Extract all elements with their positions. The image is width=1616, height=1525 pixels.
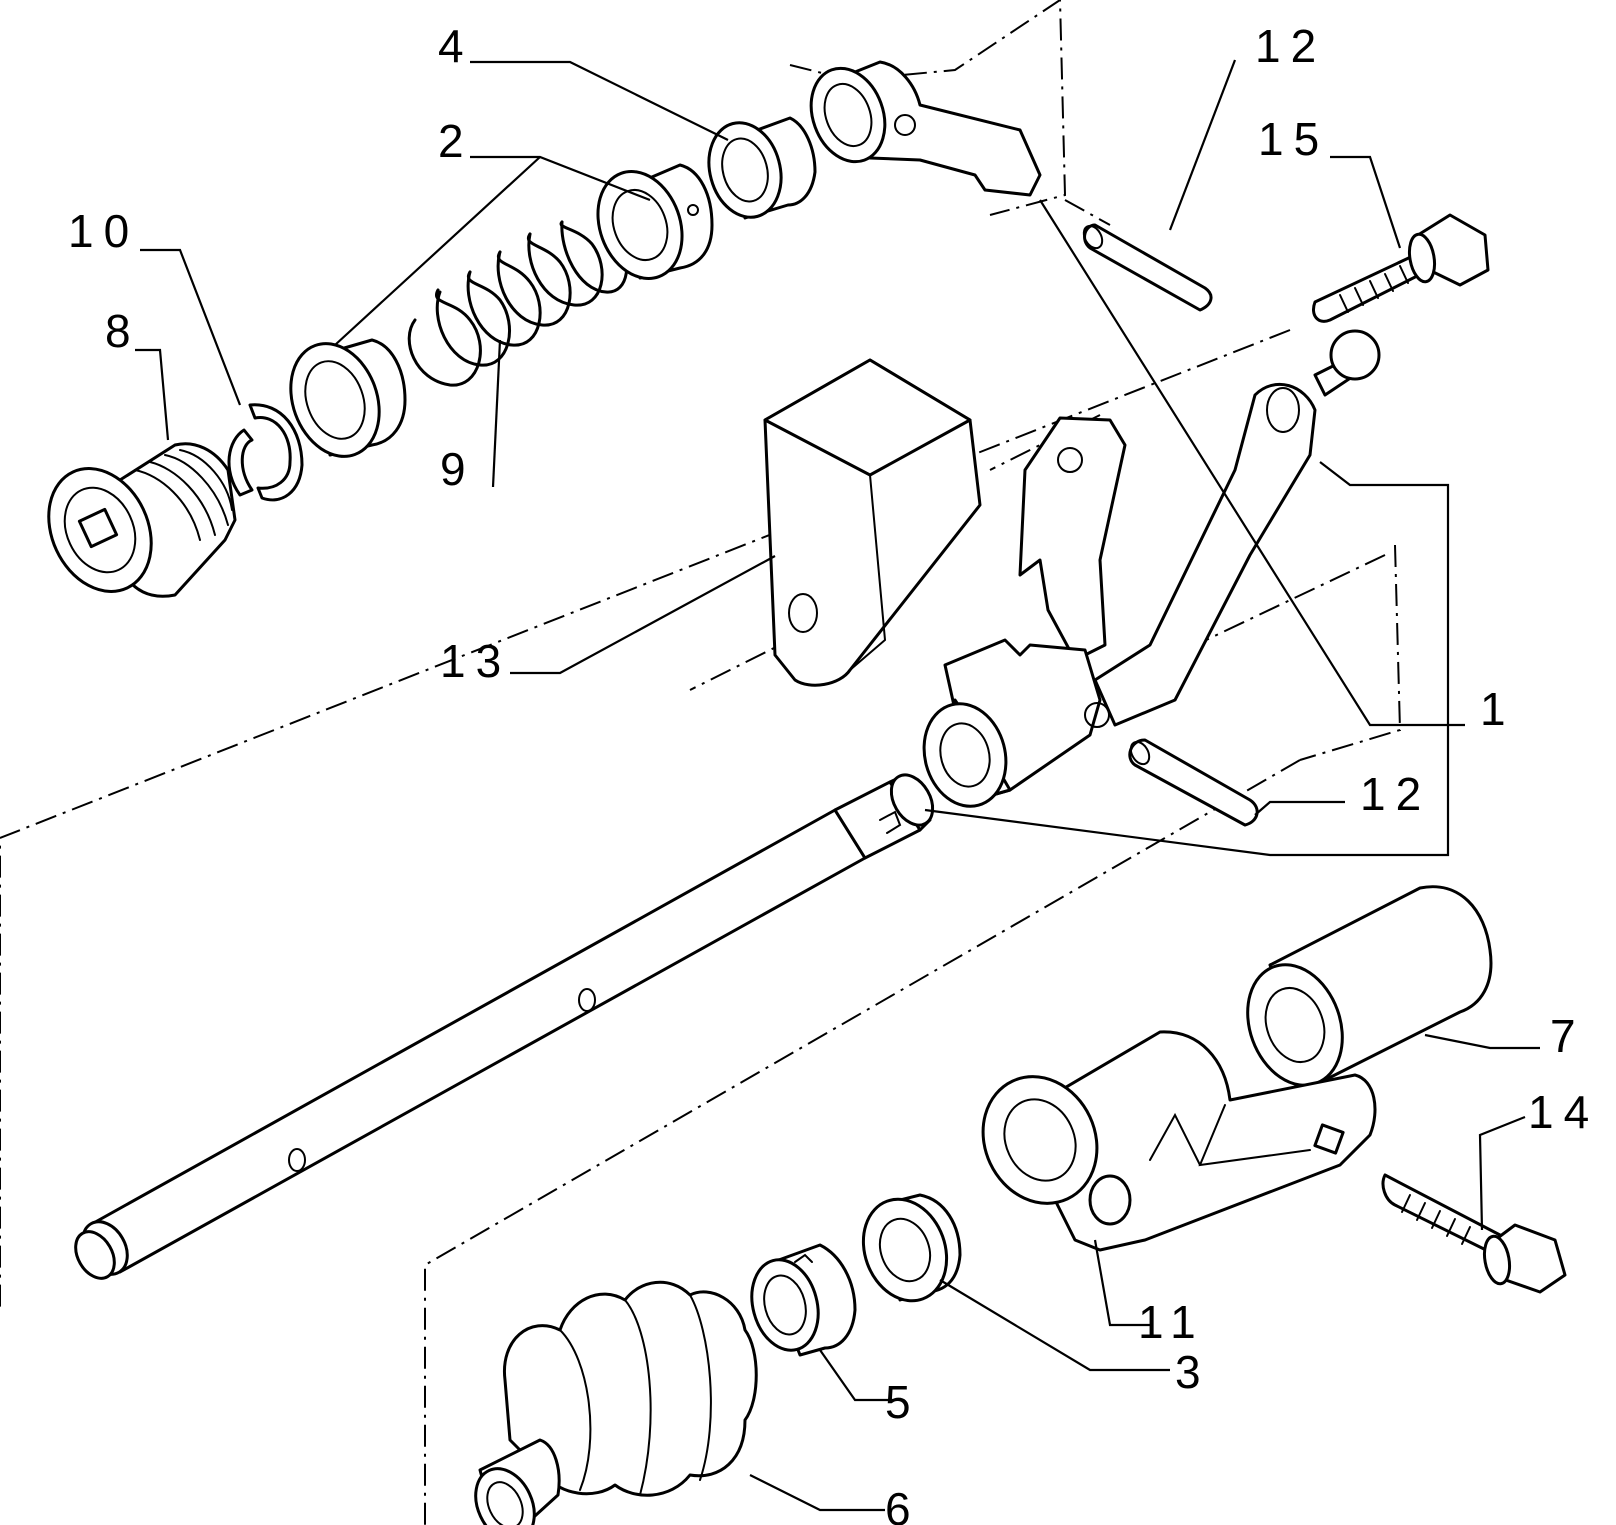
flange-bolt-top-part — [1312, 213, 1490, 323]
seal-ring-part — [861, 1193, 962, 1303]
callout-14: 14 — [1528, 1086, 1599, 1138]
callout-10: 10 — [68, 205, 139, 257]
callout-3: 3 — [1175, 1346, 1211, 1398]
lever-housing-part — [981, 1030, 1377, 1252]
callout-12-top: 12 — [1255, 20, 1326, 72]
callout-12-bottom: 12 — [1360, 768, 1431, 820]
spring-cap-left-part — [289, 338, 407, 458]
callout-7: 7 — [1550, 1010, 1586, 1062]
leader-lines — [135, 59, 1540, 1512]
split-bushing-part — [750, 1243, 857, 1357]
callout-15: 15 — [1258, 113, 1329, 165]
threaded-plug-part — [47, 442, 237, 598]
flange-bolt-bottom-part — [1381, 1173, 1567, 1294]
callout-13: 13 — [440, 635, 511, 687]
top-lever-part — [809, 60, 1042, 197]
callout-4: 4 — [438, 20, 474, 72]
callout-labels: 1 2 3 4 5 6 7 8 9 10 11 12 12 13 14 15 — [68, 20, 1599, 1525]
callout-5: 5 — [885, 1376, 921, 1428]
callout-8: 8 — [105, 305, 141, 357]
sleeve-part — [1246, 885, 1493, 1087]
selector-lever-part — [922, 329, 1381, 808]
rubber-boot-part — [474, 1280, 758, 1525]
callout-1: 1 — [1480, 683, 1516, 735]
callout-6: 6 — [885, 1483, 921, 1525]
snap-ring-part — [227, 403, 304, 502]
bushing-part — [707, 116, 817, 220]
selector-shaft-part — [74, 773, 935, 1280]
roll-pin-top-part — [1082, 223, 1213, 312]
callout-11: 11 — [1138, 1296, 1206, 1348]
rubber-block-part — [763, 358, 982, 687]
roll-pin-bottom-part — [1128, 738, 1259, 827]
callout-2: 2 — [438, 115, 474, 167]
callout-9: 9 — [440, 443, 476, 495]
